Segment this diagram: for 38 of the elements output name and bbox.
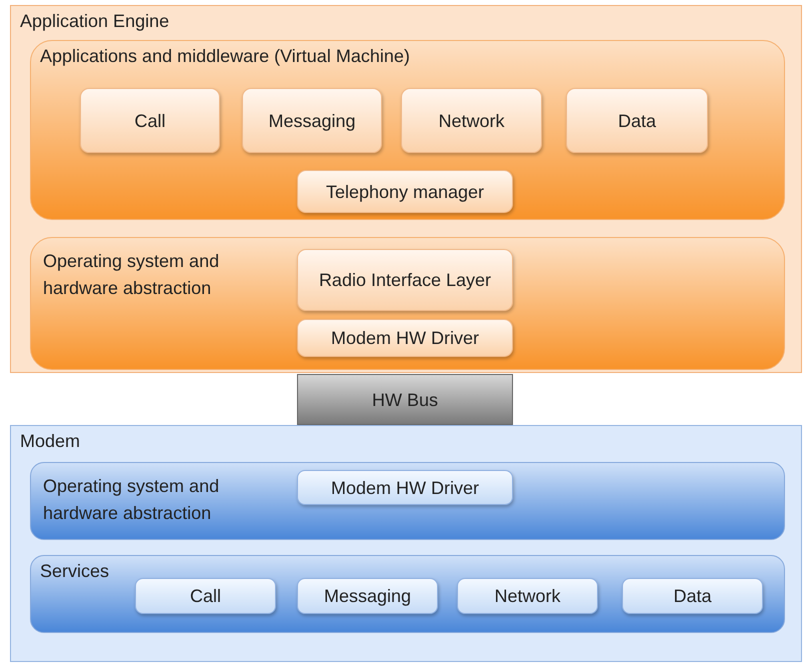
group-heading: Modem (20, 430, 80, 453)
group-heading: Services (40, 560, 110, 583)
component-box (80, 88, 220, 153)
component-label: Data (616, 110, 658, 132)
group-heading: Application Engine (20, 10, 170, 33)
group-panel (30, 40, 785, 220)
component-box (297, 578, 438, 614)
component-label: Modem HW Driver (330, 476, 480, 500)
group-panel (30, 237, 785, 370)
component-label: Messaging (322, 585, 412, 608)
layer-panel (10, 5, 802, 373)
group-panel (30, 462, 785, 540)
component-label: Modem HW Driver (330, 327, 480, 350)
group-heading: Operating system and hardware abstraction (43, 250, 220, 300)
group-panel (30, 555, 785, 633)
component-label: Call (188, 585, 222, 608)
layer-panel (10, 425, 802, 662)
component-box (297, 319, 513, 357)
component-label: Network (493, 585, 562, 608)
component-label: Telephony manager (324, 180, 486, 204)
bus-bar (297, 374, 513, 425)
component-label: Data (672, 585, 713, 608)
group-heading: Operating system and hardware abstraction (43, 475, 220, 525)
component-box (297, 249, 513, 311)
component-box (135, 578, 276, 614)
component-box (401, 88, 542, 153)
group-heading: Applications and middleware (Virtual Machine) (40, 45, 410, 68)
component-box (297, 170, 513, 213)
component-box (297, 470, 513, 505)
component-box (622, 578, 763, 614)
component-label: Radio Interface Layer (318, 269, 492, 292)
component-label: Call (133, 110, 166, 132)
component-box (566, 88, 708, 153)
component-label: Messaging (267, 110, 357, 133)
component-box (242, 88, 382, 153)
component-box (457, 578, 598, 614)
component-label: Network (437, 110, 506, 132)
component-label: HW Bus (370, 388, 439, 412)
